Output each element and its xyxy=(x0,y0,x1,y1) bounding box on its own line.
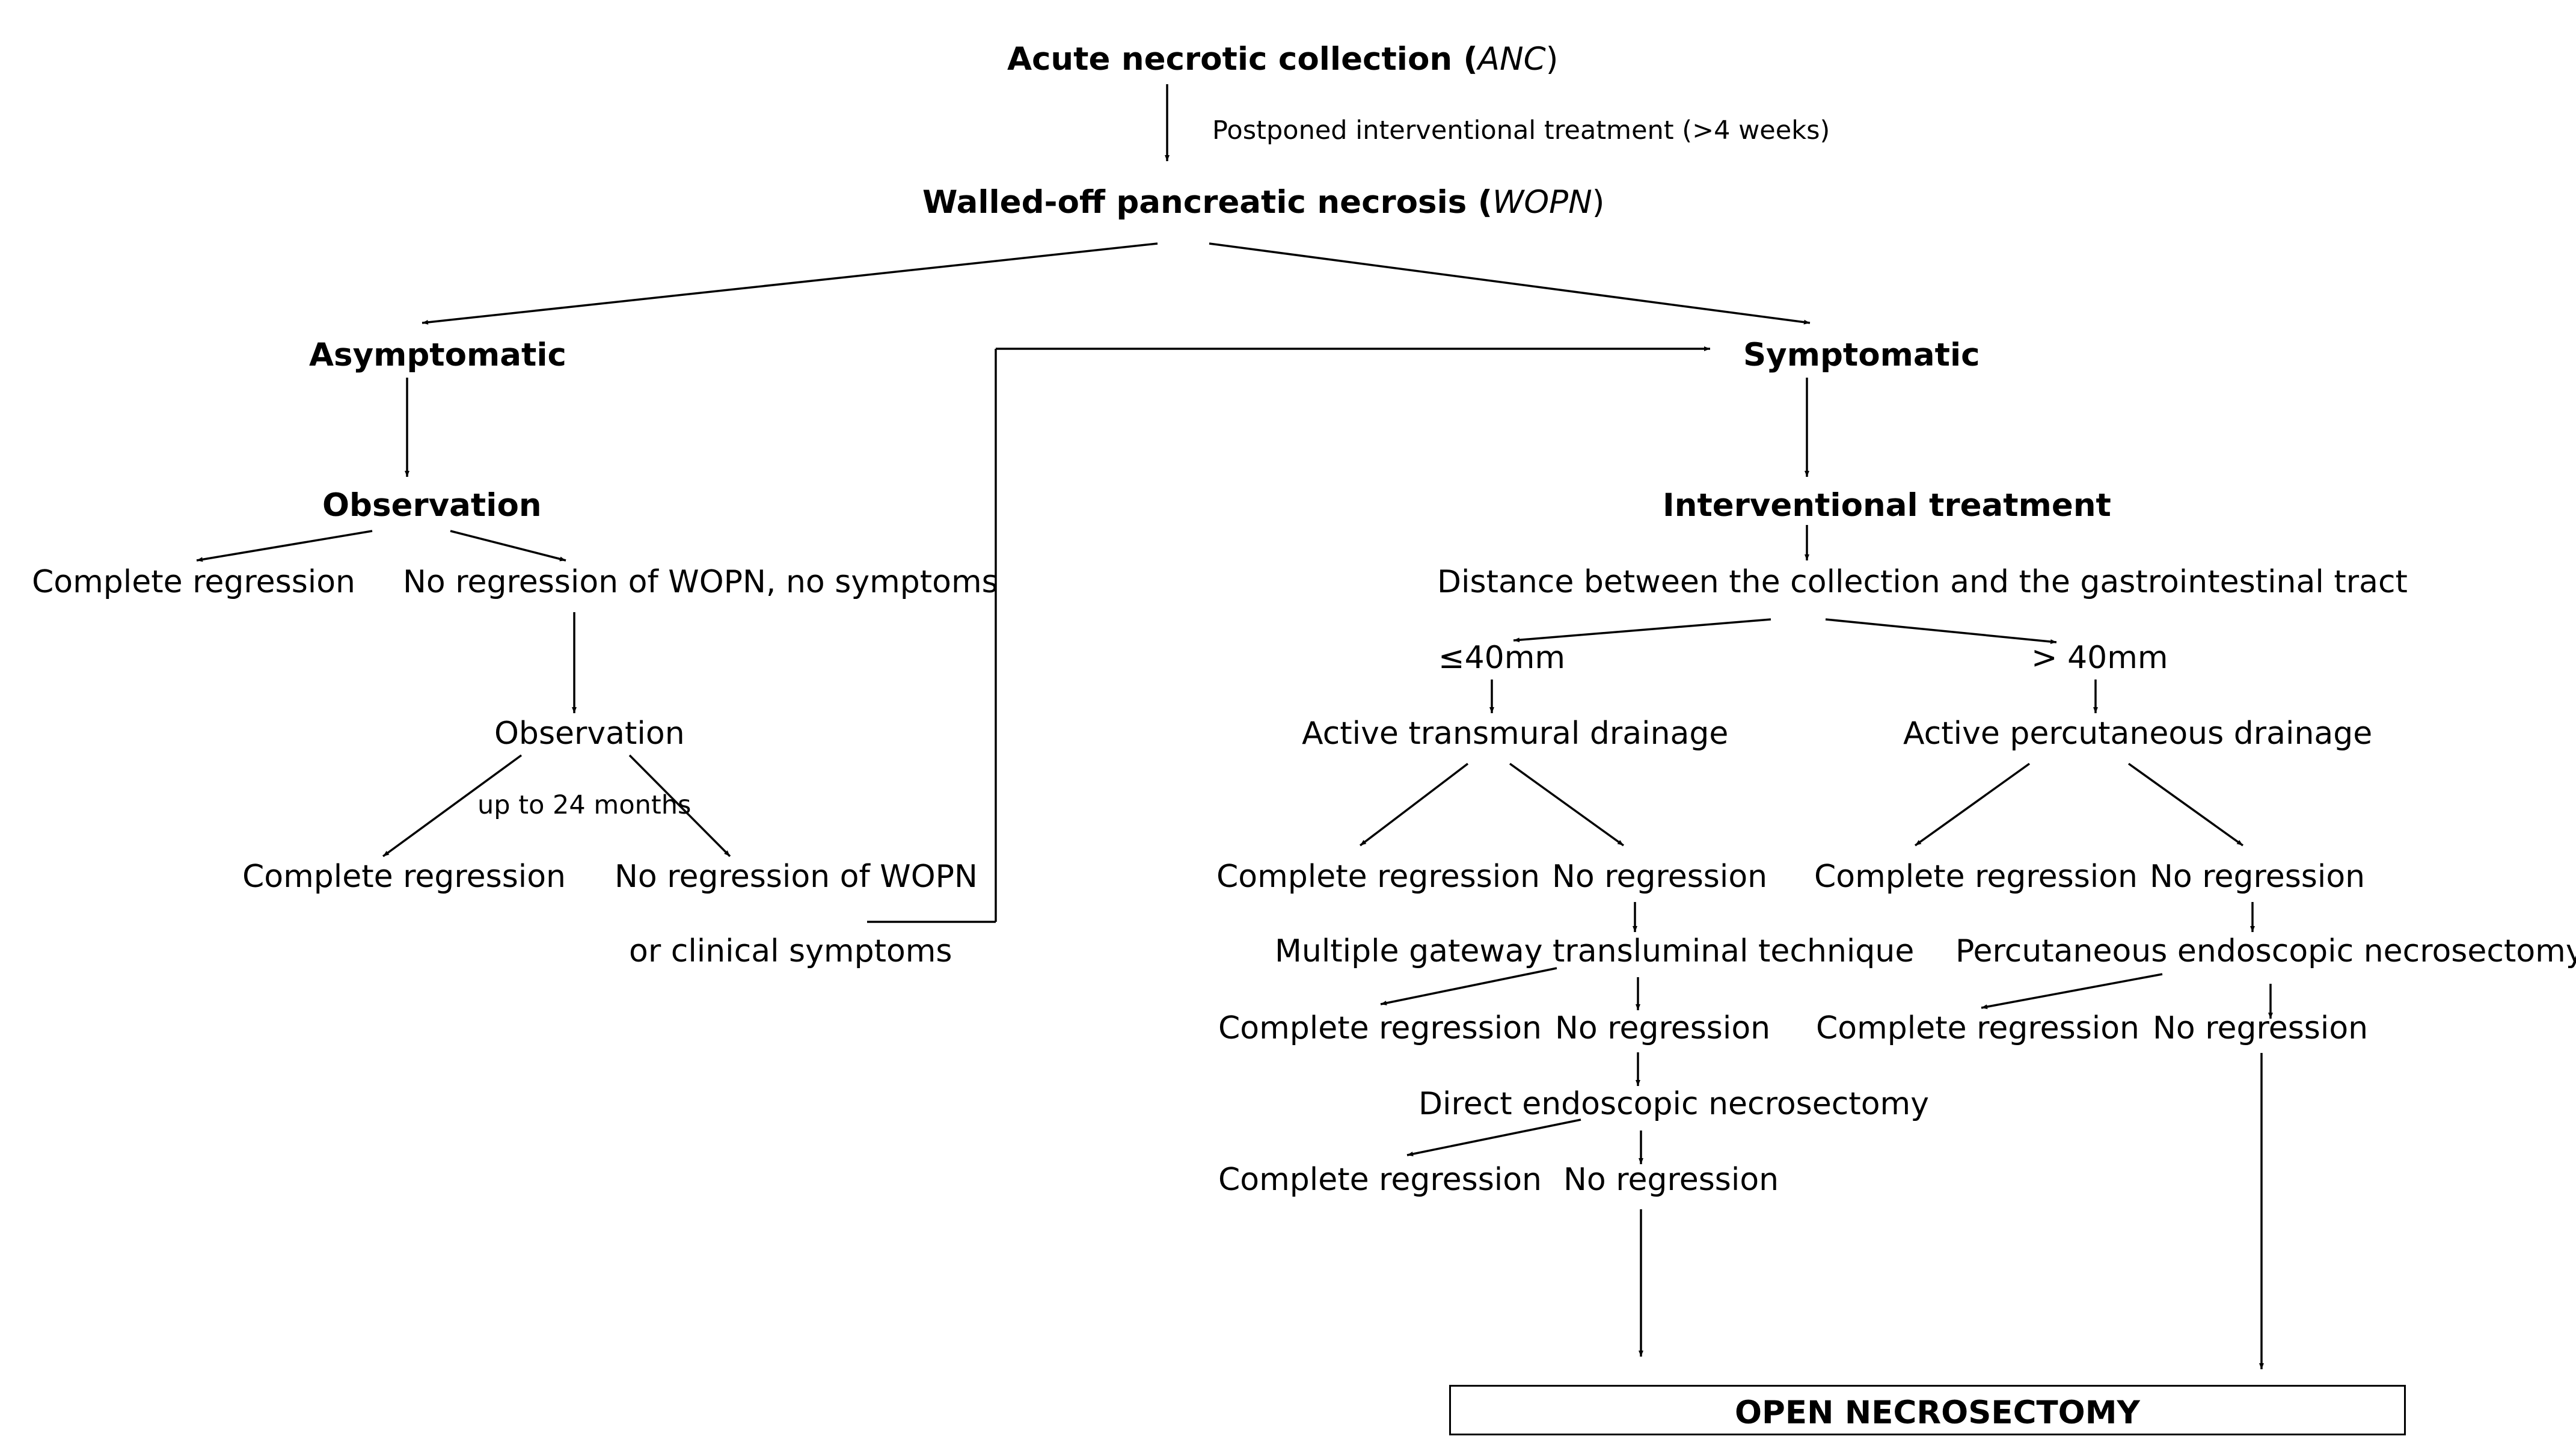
node-direct-complete-regression: Complete regression xyxy=(1218,1162,1542,1198)
node-gateway-no-regression: No regression xyxy=(1555,1010,1771,1046)
arrow-percutaneous-to-no-regression xyxy=(2127,762,2244,847)
node-percutaneous-no-regression: No regression xyxy=(2150,859,2366,895)
label-postponed-treatment: Postponed interventional treatment (>4 w… xyxy=(1212,115,1830,146)
arrow-distance-to-gt40 xyxy=(1825,618,2057,644)
arrow-distance-to-le40 xyxy=(1513,618,1771,643)
node-open-necrosectomy-box xyxy=(1449,1385,2406,1435)
node-observation-2: Observation xyxy=(494,716,685,752)
node-active-transmural-drainage: Active transmural drainage xyxy=(1302,716,1729,752)
node-distance: Distance between the collection and the … xyxy=(1437,564,2408,600)
wopn-close: ) xyxy=(1592,184,1605,221)
anc-close: ) xyxy=(1545,41,1559,78)
arrow-observation-to-no-regression-wopn xyxy=(628,754,731,857)
arrow-wopn-to-symptomatic xyxy=(1209,242,1811,325)
node-acute-necrotic-collection: Acute necrotic collection (ANC) xyxy=(1007,43,1558,75)
node-interventional-treatment: Interventional treatment xyxy=(1663,487,2111,524)
node-asymptomatic: Asymptomatic xyxy=(309,337,566,373)
arrow-wopn-to-asymptomatic xyxy=(422,242,1158,325)
node-walled-off-pancreatic-necrosis: Walled-off pancreatic necrosis (WOPN) xyxy=(922,186,1604,218)
node-transmural-no-regression: No regression xyxy=(1552,859,1768,895)
arrow-observation-to-complete xyxy=(196,530,373,562)
node-direct-no-regression: No regression xyxy=(1563,1162,1779,1198)
wopn-text: Walled-off pancreatic necrosis ( xyxy=(922,184,1492,221)
anc-text: Acute necrotic collection ( xyxy=(1007,41,1478,78)
arrow-direct-to-complete xyxy=(1406,1118,1581,1156)
node-complete-regression-1: Complete regression xyxy=(32,564,356,600)
arrow-pen-to-complete xyxy=(1981,973,2163,1010)
node-no-regression-no-symptoms: No regression of WOPN, no symptoms xyxy=(403,564,998,600)
arrow-observation-to-complete-2 xyxy=(382,754,523,857)
node-transmural-complete-regression: Complete regression xyxy=(1216,859,1541,895)
node-gateway-complete-regression: Complete regression xyxy=(1218,1010,1542,1046)
node-active-percutaneous-drainage: Active percutaneous drainage xyxy=(1903,716,2373,752)
wopn-abbr: WOPN xyxy=(1492,184,1592,221)
node-direct-endoscopic-necrosectomy: Direct endoscopic necrosectomy xyxy=(1418,1086,1929,1122)
node-symptomatic: Symptomatic xyxy=(1743,337,1980,373)
anc-abbr: ANC xyxy=(1477,41,1546,78)
label-up-to-24-months: up to 24 months xyxy=(477,790,692,820)
node-multiple-gateway-technique: Multiple gateway transluminal technique xyxy=(1275,933,1915,969)
arrow-observation-to-no-regression xyxy=(450,530,566,562)
node-percutaneous-endoscopic-necrosectomy: Percutaneous endoscopic necrosectomy xyxy=(1955,933,2576,969)
node-percutaneous-complete-regression: Complete regression xyxy=(1814,859,2138,895)
node-complete-regression-2: Complete regression xyxy=(242,859,566,895)
arrow-transmural-to-complete xyxy=(1359,762,1469,847)
arrow-gateway-to-complete xyxy=(1380,967,1557,1005)
node-le-40mm: ≤40mm xyxy=(1438,640,1566,676)
arrow-transmural-to-no-regression xyxy=(1509,762,1625,847)
node-no-regression-of-wopn: No regression of WOPN xyxy=(615,859,978,895)
node-observation-1: Observation xyxy=(322,487,542,524)
label-or-clinical-symptoms: or clinical symptoms xyxy=(629,933,952,969)
node-open-necrosectomy: OPEN NECROSECTOMY xyxy=(1735,1394,2140,1431)
arrow-percutaneous-to-complete xyxy=(1914,762,2031,847)
node-gt-40mm: > 40mm xyxy=(2031,640,2168,676)
node-pen-complete-regression: Complete regression xyxy=(1816,1010,2140,1046)
node-pen-no-regression: No regression xyxy=(2153,1010,2369,1046)
